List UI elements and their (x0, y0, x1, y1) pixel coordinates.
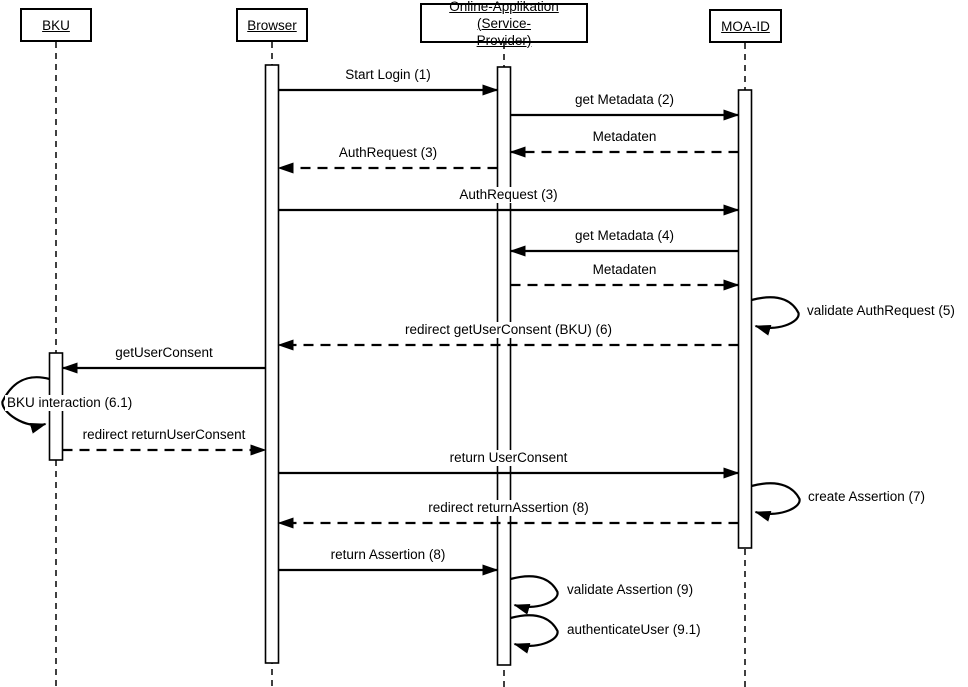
self-message-loop-moaid (751, 482, 801, 522)
self-message-loop-oa (510, 575, 559, 615)
self-message-loop-oa (510, 614, 559, 654)
self-message-loop-bku (1, 376, 50, 434)
activation-browser (264, 64, 280, 664)
activation-moaid (737, 89, 753, 549)
activation-oa (496, 66, 512, 666)
self-message-loop-moaid (751, 296, 800, 336)
activation-bku (48, 352, 64, 461)
